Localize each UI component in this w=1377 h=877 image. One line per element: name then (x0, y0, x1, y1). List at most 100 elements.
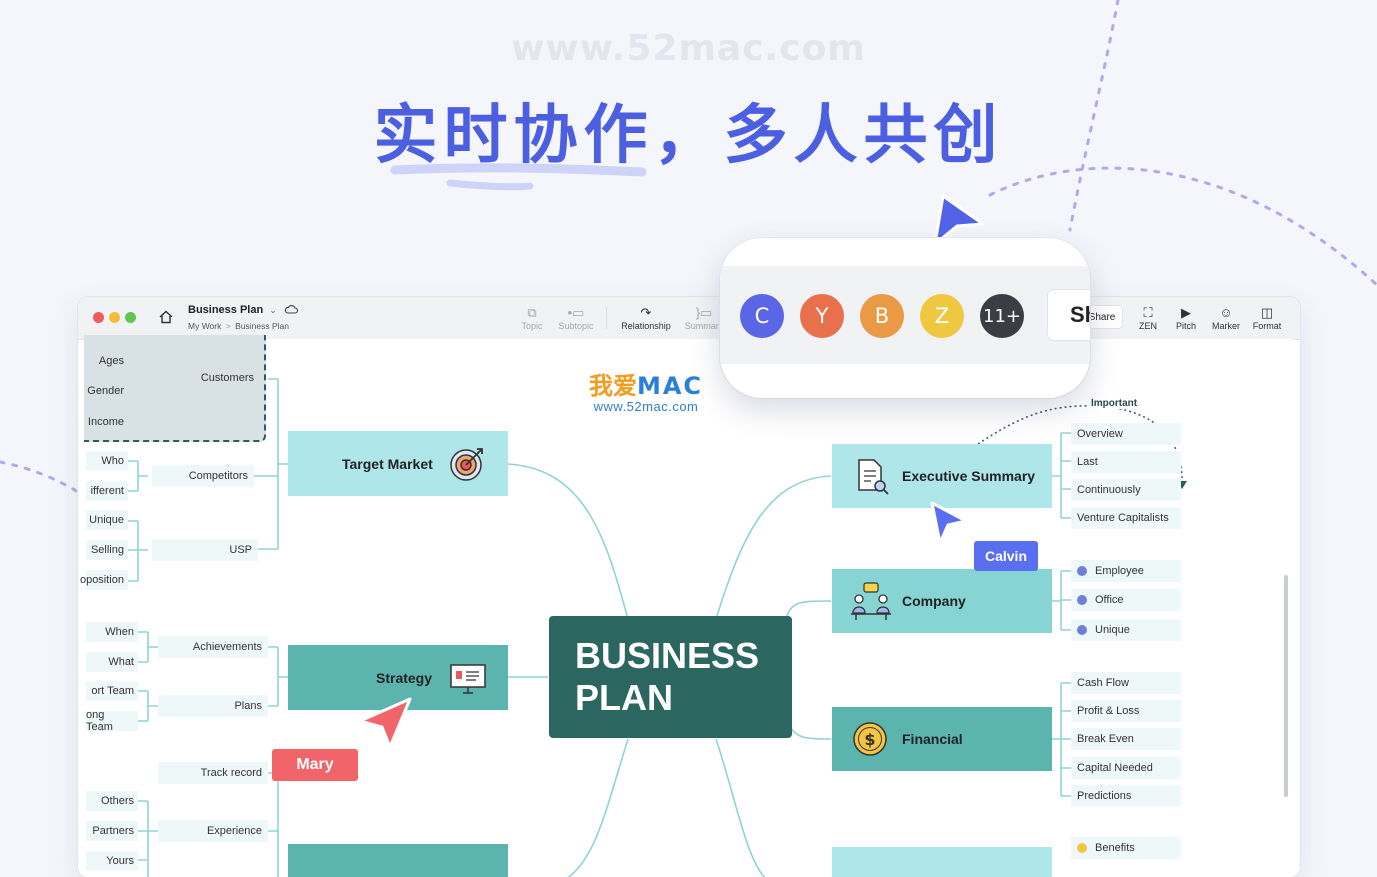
subtopic-experience[interactable]: Experience (158, 820, 268, 842)
subtopic-usp[interactable]: USP (152, 539, 258, 561)
breadcrumb-item[interactable]: Business Plan (235, 321, 289, 331)
topic-label: Financial (902, 731, 963, 747)
marker-button[interactable]: ☺Marker (1208, 304, 1244, 331)
pitch-button[interactable]: ▶Pitch (1171, 304, 1201, 331)
subtopic-achievements[interactable]: Achievements (158, 636, 268, 658)
vertical-scrollbar[interactable] (1284, 575, 1288, 797)
collaborators-popover: C Y B Z 11+ Sh (720, 238, 1090, 398)
logo-url: www.52mac.com (593, 399, 699, 414)
topic-company[interactable]: Company (832, 569, 1052, 633)
zen-button[interactable]: ⛶ZEN (1133, 304, 1163, 331)
subtopic-competitors[interactable]: Competitors (152, 465, 254, 487)
zoom-window-button[interactable] (125, 312, 136, 323)
collaborator-avatar[interactable]: Y (800, 294, 844, 338)
item-label: Unique (89, 514, 124, 526)
item-long-team[interactable]: ong Team (86, 709, 138, 733)
summary-label: Summary (684, 321, 724, 331)
calvin-cursor-icon (930, 501, 968, 545)
item-office[interactable]: Office (1071, 589, 1181, 611)
item-gender[interactable]: Gender (86, 381, 128, 401)
collaborator-avatar[interactable]: B (860, 294, 904, 338)
item-label: What (108, 656, 134, 668)
dollar-coin-icon: $ (853, 722, 887, 756)
item-income[interactable]: Income (86, 412, 128, 432)
central-topic-line: BUSINESS (575, 635, 760, 676)
item-label: Partners (92, 825, 134, 837)
item-last[interactable]: Last (1071, 451, 1181, 473)
item-ages[interactable]: Ages (86, 351, 128, 371)
item-label: Others (100, 795, 134, 807)
topic-executive-summary[interactable]: Executive Summary (832, 444, 1052, 508)
item-short-team[interactable]: ort Team (86, 681, 138, 701)
subtopic-label: Subtopic (558, 321, 594, 331)
cursor-name: Mary (296, 756, 334, 773)
subtopic-track-record[interactable]: Track record (158, 762, 268, 784)
topic-label: Executive Summary (902, 468, 1036, 484)
relationship-label-text: Important (1091, 398, 1138, 409)
item-others[interactable]: Others (86, 791, 138, 811)
collaborator-avatar[interactable]: Z (920, 294, 964, 338)
collaborator-avatar[interactable]: C (740, 294, 784, 338)
item-who[interactable]: Who (86, 451, 128, 471)
share-button-magnified[interactable]: Sh (1048, 290, 1090, 340)
item-label: Venture Capitalists (1077, 512, 1169, 524)
breadcrumb-item[interactable]: My Work (188, 321, 222, 331)
topic-partial-bottom-right[interactable] (832, 847, 1052, 877)
item-predictions[interactable]: Predictions (1071, 785, 1181, 807)
item-benefits[interactable]: Benefits (1071, 837, 1181, 859)
zen-icon: ⛶ (1143, 305, 1153, 320)
home-icon[interactable] (158, 309, 174, 325)
item-selling[interactable]: Selling (86, 540, 128, 560)
mind-map-canvas[interactable]: Customers Ages Gender Income Competitors… (80, 335, 1292, 877)
item-continuously[interactable]: Continuously (1071, 479, 1181, 501)
format-button[interactable]: ◫Format (1248, 304, 1286, 331)
relationship-label[interactable]: Important (1089, 398, 1140, 409)
item-overview[interactable]: Overview (1071, 423, 1181, 445)
pitch-label: Pitch (1175, 321, 1196, 331)
document-title[interactable]: Business Plan ⌄ (188, 304, 298, 316)
subtopic-label: Experience (206, 825, 262, 837)
marker-label: Marker (1211, 321, 1240, 331)
office-icon (1077, 595, 1087, 605)
topic-target-market[interactable]: Target Market (288, 431, 508, 496)
item-label: Ages (98, 355, 124, 367)
topic-financial[interactable]: $ Financial (832, 707, 1052, 771)
central-topic[interactable]: BUSINESS PLAN (549, 616, 792, 738)
item-when[interactable]: When (86, 622, 138, 642)
item-unique-company[interactable]: Unique (1071, 619, 1181, 641)
mary-cursor-icon (358, 697, 412, 749)
item-proposition[interactable]: oposition (80, 570, 128, 590)
item-profit-loss[interactable]: Profit & Loss (1071, 700, 1181, 722)
item-unique[interactable]: Unique (86, 510, 128, 530)
more-collaborators-badge[interactable]: 11+ (980, 294, 1024, 338)
item-yours[interactable]: Yours (86, 851, 138, 871)
topic-button[interactable]: ⧉Topic (514, 304, 550, 331)
share-button[interactable]: Share (1082, 306, 1122, 328)
item-what[interactable]: What (86, 652, 138, 672)
relationship-button[interactable]: ↷Relationship (618, 304, 674, 331)
site-logo-watermark: 我爱MAC www.52mac.com (576, 373, 716, 414)
item-label: Income (87, 416, 124, 428)
customers-group[interactable] (84, 335, 266, 442)
item-different[interactable]: ifferent (86, 481, 128, 501)
subtopic-customers[interactable]: Customers (174, 368, 260, 388)
subtopic-label: USP (229, 544, 252, 556)
title-bar: Business Plan ⌄ My Work > Business Plan … (78, 297, 1300, 340)
item-cash-flow[interactable]: Cash Flow (1071, 672, 1181, 694)
close-window-button[interactable] (93, 312, 104, 323)
minimize-window-button[interactable] (109, 312, 120, 323)
item-venture-capitalists[interactable]: Venture Capitalists (1071, 507, 1181, 529)
avatar-initial: C (754, 304, 770, 328)
item-partners[interactable]: Partners (86, 821, 138, 841)
avatar-initial: Z (934, 304, 950, 328)
item-label: Cash Flow (1077, 677, 1129, 689)
topic-strategy[interactable]: Strategy (288, 645, 508, 710)
app-window: Business Plan ⌄ My Work > Business Plan … (78, 297, 1300, 877)
item-capital-needed[interactable]: Capital Needed (1071, 757, 1181, 779)
topic-icon: ⧉ (527, 305, 537, 320)
subtopic-button[interactable]: •▭Subtopic (554, 304, 598, 331)
subtopic-plans[interactable]: Plans (158, 695, 268, 717)
item-employee[interactable]: Employee (1071, 560, 1181, 582)
summary-button[interactable]: }▭Summary (682, 304, 726, 331)
item-break-even[interactable]: Break Even (1071, 728, 1181, 750)
